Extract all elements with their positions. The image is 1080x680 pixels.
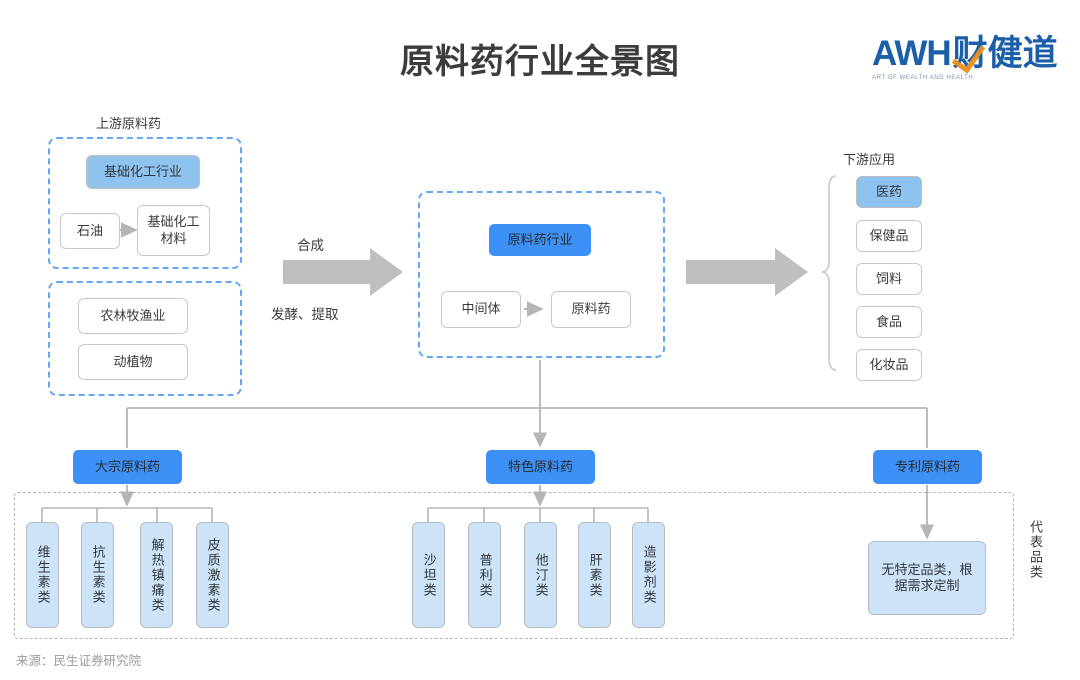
node-downstream-feed[interactable]: 饲料 (856, 263, 922, 295)
flow-label-synthesis: 合成 (297, 238, 324, 253)
node-petroleum[interactable]: 石油 (60, 213, 120, 249)
downstream-brace (821, 175, 837, 371)
logo-subtitle: ART OF WEALTH AND HEALTH (872, 75, 974, 81)
representative-products-container (14, 492, 1014, 639)
node-basic-chemical-material[interactable]: 基础化工材料 (137, 205, 210, 256)
node-product-prils[interactable]: 普利类 (468, 522, 501, 628)
node-product-corticosteroids[interactable]: 皮质激素类 (196, 522, 229, 628)
representative-products-label: 代表品类 (1028, 520, 1043, 580)
node-api-industry[interactable]: 原料药行业 (489, 224, 591, 256)
node-product-antibiotics[interactable]: 抗生素类 (81, 522, 114, 628)
upstream-chem-container (48, 137, 242, 269)
logo-chinese-label: 财健道 (952, 34, 1058, 73)
node-product-sartans[interactable]: 沙坦类 (412, 522, 445, 628)
logo-awh-text: AWH (872, 34, 952, 73)
page-title: 原料药行业全景图 (400, 43, 680, 81)
node-downstream-healthcare[interactable]: 保健品 (856, 220, 922, 252)
node-downstream-pharma[interactable]: 医药 (856, 176, 922, 208)
node-downstream-food[interactable]: 食品 (856, 306, 922, 338)
node-patent-api[interactable]: 专利原料药 (873, 450, 982, 484)
node-specialty-api[interactable]: 特色原料药 (486, 450, 595, 484)
block-arrow-synthesis (283, 248, 403, 296)
block-arrow-to-downstream (686, 248, 808, 296)
node-product-heparins[interactable]: 肝素类 (578, 522, 611, 628)
flow-label-fermentation-extraction: 发酵、提取 (271, 307, 339, 322)
midstream-container (418, 191, 665, 358)
node-product-contrast-agents[interactable]: 造影剂类 (632, 522, 665, 628)
node-downstream-cosmetics[interactable]: 化妆品 (856, 349, 922, 381)
node-api[interactable]: 原料药 (551, 291, 631, 328)
node-basic-chemical-industry[interactable]: 基础化工行业 (86, 155, 200, 189)
brand-logo: AWH 财健道 ART OF WEALTH AND HEALTH (872, 36, 1068, 92)
source-note: 来源：民生证券研究院 (16, 654, 142, 668)
logo-row: AWH 财健道 (872, 34, 1068, 74)
node-animals-plants[interactable]: 动植物 (78, 344, 188, 380)
upstream-group-label: 上游原料药 (96, 116, 162, 131)
node-product-statins[interactable]: 他汀类 (524, 522, 557, 628)
node-intermediate[interactable]: 中间体 (441, 291, 521, 328)
upstream-agri-container (48, 281, 242, 396)
node-agriculture[interactable]: 农林牧渔业 (78, 298, 188, 334)
logo-chinese-text: 财健道 (951, 34, 1058, 74)
downstream-group-label: 下游应用 (843, 152, 896, 167)
node-product-custom[interactable]: 无特定品类，根据需求定制 (868, 541, 986, 615)
node-product-vitamins[interactable]: 维生素类 (26, 522, 59, 628)
node-bulk-api[interactable]: 大宗原料药 (73, 450, 182, 484)
node-product-analgesics[interactable]: 解热镇痛类 (140, 522, 173, 628)
